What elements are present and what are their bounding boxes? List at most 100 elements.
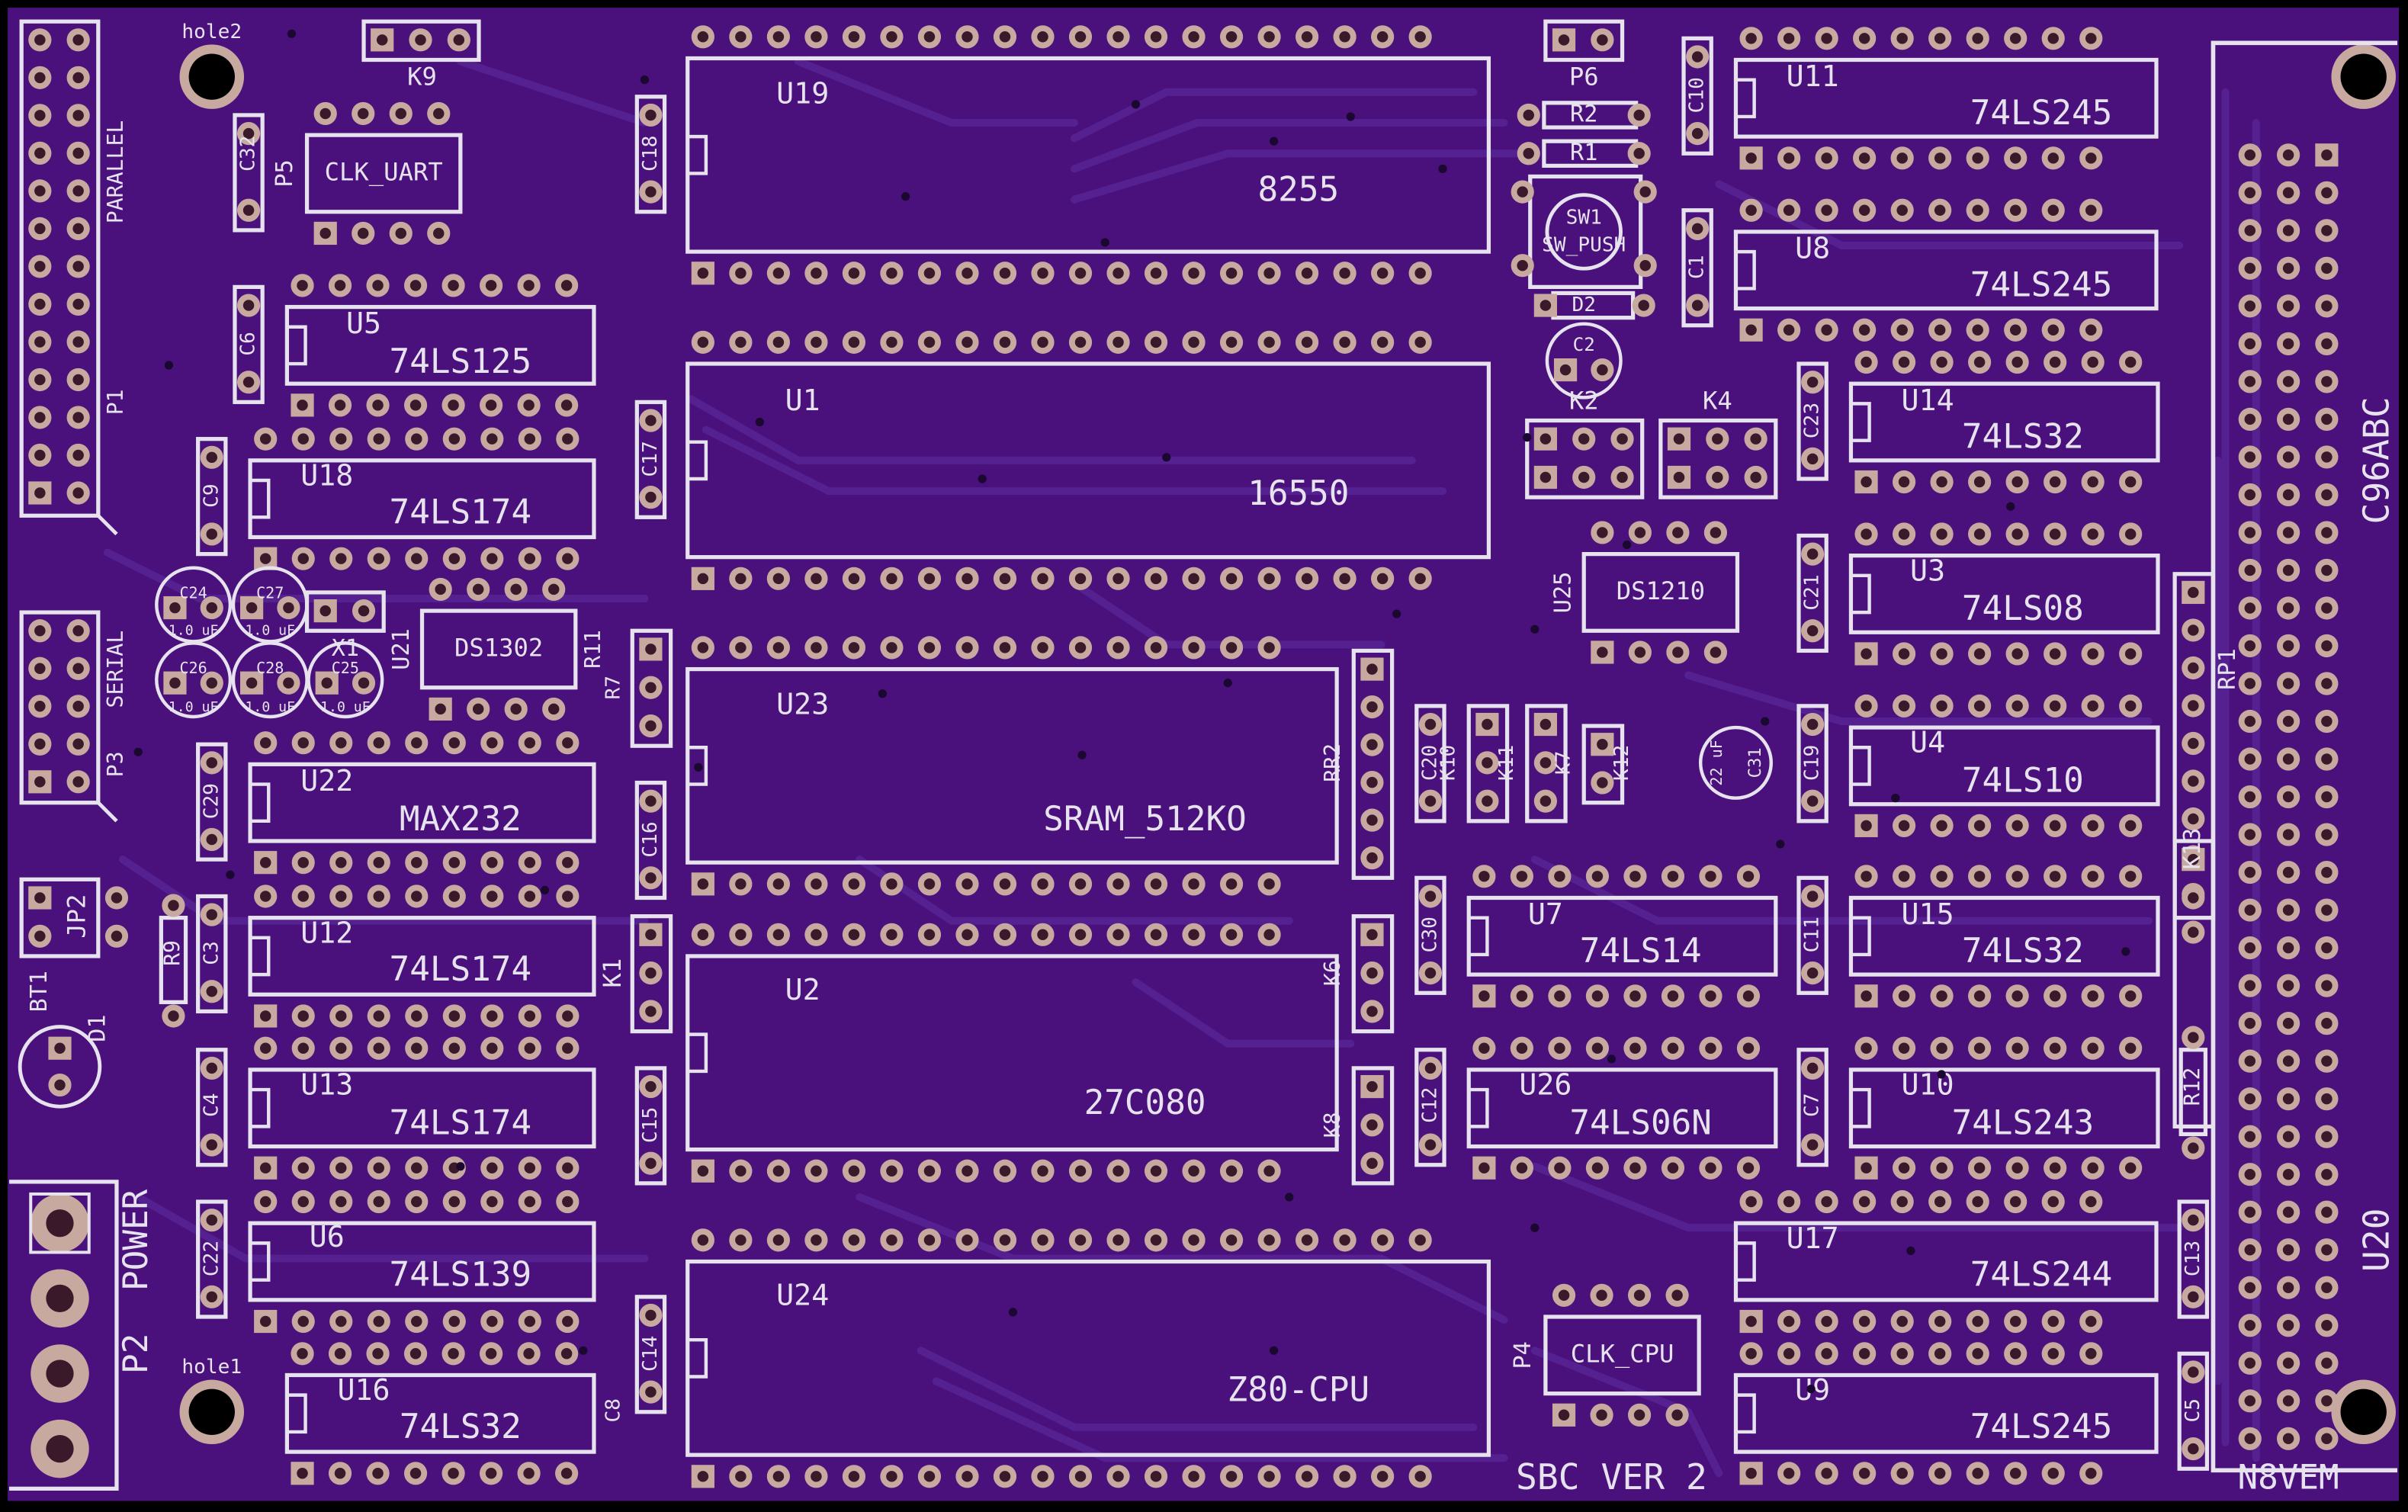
pad-drill [1973,356,1986,368]
pad-drill [259,1010,271,1022]
ic-ref: U4 [1910,727,1945,760]
component-label: JP2 [63,894,92,939]
pad-drill [772,268,785,279]
pad-drill [486,433,498,445]
pad-drill [962,1471,973,1482]
pad-drill [34,625,46,637]
pad-drill [547,703,560,715]
pad-drill [1112,336,1124,348]
pad-drill [2321,1017,2333,1029]
component-p6: P6 [1543,19,1625,91]
pad-drill [448,553,461,564]
component-label: C31 [1745,747,1765,778]
component-c7: C7 [1796,1048,1828,1167]
ic-part: 74LS125 [390,342,532,381]
pad-drill [1301,31,1313,43]
pad-drill [1301,573,1313,585]
pad-drill [2282,1282,2294,1293]
pad-drill [811,573,822,585]
pad-drill [1745,33,1757,44]
pad-drill [1339,573,1350,585]
pad-drill [2244,149,2256,161]
pad-drill [34,892,46,904]
pad-drill [645,415,657,426]
pad-drill [1037,929,1048,941]
pad-drill [1540,471,1552,483]
pad-drill [886,1165,897,1177]
ic-outline [1848,554,2160,634]
pad-drill [1150,336,1162,348]
pad-drill [886,642,897,653]
pad-drill [72,34,84,46]
pad-drill [486,1042,498,1054]
pad-drill [1936,648,1947,660]
pad-drill [562,1010,573,1022]
pad-drill [1263,1471,1275,1482]
pad-drill [1037,1234,1048,1246]
pad-drill [111,892,123,904]
connector-ref: P1 [103,389,128,415]
pad-drill [1112,1165,1124,1177]
pad-drill [1339,336,1350,348]
pad-drill [1858,324,1870,335]
pad-drill [2244,753,2256,765]
pad-drill [1554,990,1565,1002]
via [133,747,143,756]
pad-drill [1634,527,1646,538]
silk-outline [19,877,101,958]
pad-drill [2321,678,2333,689]
pad-drill [697,1165,709,1177]
ic-outline [248,1067,596,1149]
via [1392,609,1401,618]
pad-drill [1150,929,1162,941]
pad-drill [2282,1093,2294,1105]
pad-drill [1783,1315,1795,1327]
pad-drill [962,573,973,585]
pad-drill [1558,1409,1570,1421]
pad-drill [1898,820,1910,832]
pad-drill [1629,1042,1641,1054]
pad-drill [357,108,369,120]
component-label: RR2 [1320,743,1345,782]
pad-drill [2282,1017,2294,1029]
pad-drill [1896,204,1908,216]
pad-drill [1150,573,1162,585]
ic-ref: P5 [271,159,298,187]
pad-drill [2049,871,2061,882]
pad-drill [72,663,84,675]
pad-drill [2244,866,2256,878]
pad-drill [2011,476,2023,488]
pad-drill [448,433,461,445]
pad-drill [1366,1080,1378,1093]
pad-drill [1301,1234,1313,1246]
pad-drill [297,1162,309,1173]
pad-drill [848,1165,860,1177]
pad-drill [206,1291,218,1303]
pad-drill [1858,1348,1870,1360]
pad-drill [1074,268,1087,279]
pad-drill [2011,356,2023,368]
pad-drill [1633,1409,1645,1421]
pad-drill [2282,1206,2294,1218]
pad-drill [1150,268,1162,279]
via [1607,1055,1617,1064]
pad-drill [697,642,709,653]
silk-outline [630,914,673,1034]
pad-drill [999,268,1011,279]
pad-drill [1783,204,1795,216]
pad-drill [2321,413,2333,425]
pad-drill [297,1042,309,1054]
pad-drill [645,491,657,503]
silk-outline [196,1048,228,1167]
pad-drill [2282,980,2294,991]
pad-drill [923,268,936,279]
trace [1070,88,1478,143]
component-label: K13 [2179,828,2206,870]
pad-drill [2087,990,2098,1002]
pad-drill [523,1468,535,1479]
component-label: C12 [1418,1087,1441,1123]
ic-outline [1466,1067,1778,1149]
